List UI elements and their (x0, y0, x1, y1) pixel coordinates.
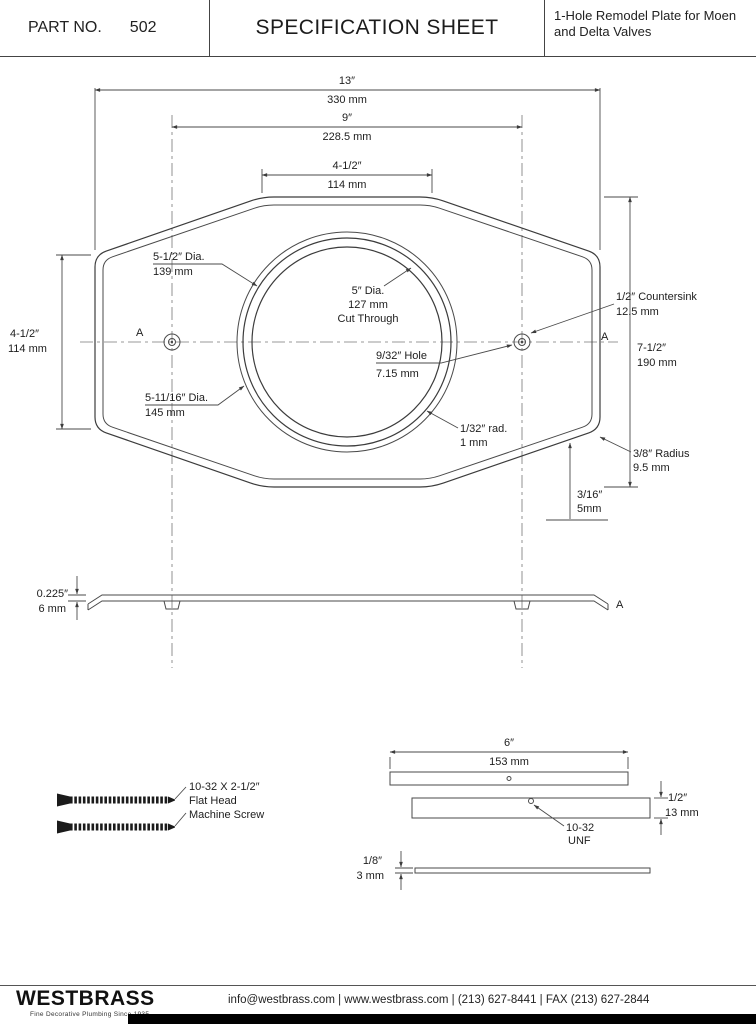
section-a-right-label: A (601, 331, 609, 343)
dia-5-note: Cut Through (338, 313, 399, 325)
center-opening (236, 231, 458, 453)
screw2-tip (168, 823, 175, 831)
screw-label-2: Flat Head (189, 795, 237, 807)
dim-left-flat-45: 4-1/2″ 114 mm (8, 254, 91, 430)
dim-13-in: 13″ (339, 75, 355, 87)
dim-75-mm: 190 mm (637, 357, 677, 369)
label-countersink: 1/2″ Countersink 12.5 mm (530, 291, 697, 334)
countersink-mm: 12.5 mm (616, 306, 659, 318)
dia-55-mm: 139 mm (153, 266, 193, 278)
thick-plate-side-view (411, 797, 651, 819)
screw1-head (57, 793, 70, 807)
countersink-in: 1/2″ Countersink (616, 291, 697, 303)
edge-316-mm: 5mm (577, 503, 601, 515)
thin-plate-hole (506, 776, 512, 781)
dim-9-in: 9″ (342, 112, 352, 124)
tapped-hole (528, 798, 534, 804)
dim-hole-spacing-9: 9″ 228.5 mm (171, 112, 523, 143)
subtitle-line-2: and Delta Valves (554, 24, 652, 39)
hole-mm: 7.15 mm (376, 368, 419, 380)
screw-label-3: Machine Screw (189, 809, 264, 821)
sheet-title: SPECIFICATION SHEET (210, 0, 545, 56)
section-a-profile-label: A (616, 599, 624, 611)
label-dia-511: 5-11/16″ Dia. 145 mm (145, 385, 245, 419)
rad-132-mm: 1 mm (460, 437, 488, 449)
boss-left (163, 600, 181, 610)
screw-hole-left (163, 333, 181, 351)
dim-9-mm: 228.5 mm (323, 131, 372, 143)
dim-45left-mm: 114 mm (8, 343, 47, 355)
thread-label-1: 10-32 (566, 822, 594, 834)
hole-in: 9/32″ Hole (376, 350, 427, 362)
dia-5-mm: 127 mm (348, 299, 388, 311)
title-block: PART NO. 502 SPECIFICATION SHEET 1-Hole … (0, 0, 756, 57)
footer-divider (0, 985, 756, 986)
part-number: 502 (129, 19, 157, 36)
label-dia-55: 5-1/2″ Dia. 139 mm (153, 251, 258, 287)
label-rad-132: 1/32″ rad. 1 mm (426, 410, 507, 449)
screw-hole-right (513, 333, 531, 351)
dia-55-in: 5-1/2″ Dia. (153, 251, 205, 263)
label-hole-932: 9/32″ Hole 7.15 mm (376, 344, 513, 380)
technical-drawing: 13″ 330 mm 9″ 228.5 mm 4-1/2″ 114 mm 4-1… (8, 75, 699, 890)
dim-height-75: 7-1/2″ 190 mm (604, 196, 677, 488)
dim-edge-316: 3/16″ 5mm (546, 442, 608, 521)
outer-ring-circle (236, 231, 458, 453)
dim-12-mm: 13 mm (665, 807, 699, 819)
dim-45top-mm: 114 mm (328, 179, 367, 191)
thread-label-2: UNF (568, 835, 591, 847)
brand-logo: WESTBRASS (16, 987, 155, 1010)
footer-bar (128, 1014, 756, 1024)
part-no-label: PART NO. (28, 19, 102, 36)
thin-plate-side-view (389, 771, 629, 786)
dia-511-in: 5-11/16″ Dia. (145, 392, 208, 404)
label-dia-5: 5″ Dia. 127 mm Cut Through (338, 267, 412, 325)
section-profile-view: 0.225″ 6 mm A (37, 576, 624, 620)
label-radius-38: 3/8″ Radius 9.5 mm (599, 436, 690, 474)
screw-label-1: 10-32 X 2-1/2″ (189, 781, 260, 793)
rad-132-in: 1/32″ rad. (460, 423, 507, 435)
dim-6-mm: 153 mm (489, 756, 529, 768)
sheet-subtitle: 1-Hole Remodel Plate for Moen and Delta … (545, 0, 756, 56)
cut-through-circle (251, 246, 443, 438)
edge-316-in: 3/16″ (577, 489, 602, 501)
gasket-side-view (414, 867, 651, 874)
radius-38-in: 3/8″ Radius (633, 448, 690, 460)
boss-right (513, 600, 531, 610)
part-number-cell: PART NO. 502 (0, 0, 210, 56)
centerlines (80, 115, 618, 668)
dim-6-in: 6″ (504, 737, 514, 749)
middle-ring-circle (242, 237, 452, 447)
screw1-tip (168, 796, 175, 804)
brand-tagline: Fine Decorative Plumbing Since 1935 (30, 1011, 150, 1018)
thickness-mm: 6 mm (39, 603, 67, 615)
side-view-plates: 6″ 153 mm 1/2″ 13 mm 10-32 UNF 1/8″ 3 mm (357, 737, 699, 890)
subtitle-line-1: 1-Hole Remodel Plate for Moen (554, 8, 737, 23)
contact-info: info@westbrass.com | www.westbrass.com |… (228, 994, 650, 1006)
dim-top-flat-45: 4-1/2″ 114 mm (261, 160, 433, 193)
brand-block: WESTBRASS Fine Decorative Plumbing Since… (16, 987, 155, 1018)
dim-18-mm: 3 mm (357, 870, 385, 882)
thickness-in: 0.225″ (37, 588, 69, 600)
dim-12-in: 1/2″ (668, 792, 687, 804)
dim-75-in: 7-1/2″ (637, 342, 666, 354)
dim-18-in: 1/8″ (363, 855, 382, 867)
dim-45left-in: 4-1/2″ (10, 328, 39, 340)
dim-width-13: 13″ 330 mm (94, 75, 601, 250)
machine-screws: 10-32 X 2-1/2″ Flat Head Machine Screw (57, 781, 264, 834)
plate-outer-outline (94, 196, 601, 488)
dia-511-mm: 145 mm (145, 407, 185, 419)
dia-5-in: 5″ Dia. (352, 285, 385, 297)
section-a-left-label: A (136, 327, 144, 339)
screw2-head (57, 820, 70, 834)
dim-13-mm: 330 mm (327, 94, 367, 106)
radius-38-mm: 9.5 mm (633, 462, 670, 474)
dim-45top-in: 4-1/2″ (333, 160, 362, 172)
plate-inner-outline (102, 204, 593, 480)
